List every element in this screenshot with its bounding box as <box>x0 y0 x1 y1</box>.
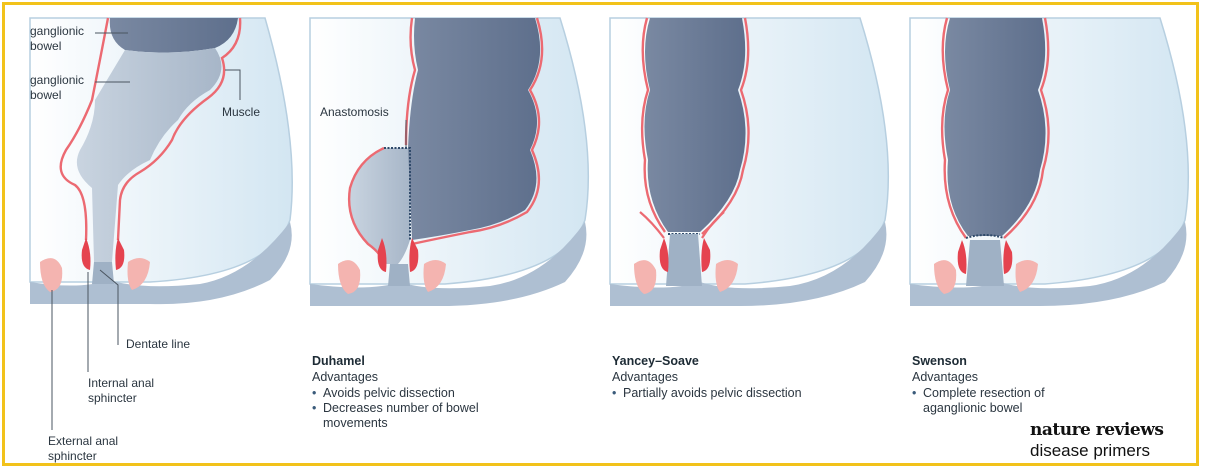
advantages-list-swenson: Complete resection of aganglionic bowel <box>912 386 1072 416</box>
external-sphincter-right <box>716 260 739 292</box>
label-external-anal-sphincter: External anal sphincter <box>48 434 118 464</box>
advantage-item: Complete resection of aganglionic bowel <box>912 386 1072 416</box>
external-sphincter-right <box>128 258 151 290</box>
advantages-list-duhamel: Avoids pelvic dissection Decreases numbe… <box>312 386 552 431</box>
label-ganglionic-bowel: ganglionic bowel <box>30 24 84 54</box>
ganglionic-pullthrough <box>408 18 540 240</box>
brand-logo-line2: disease primers <box>1030 441 1150 461</box>
anal-canal <box>966 240 1004 286</box>
external-sphincter-right <box>1016 260 1039 292</box>
advantage-item: Decreases number of bowel movements <box>312 401 543 431</box>
anal-canal <box>666 234 702 286</box>
procedure-title-swenson: Swenson <box>912 354 967 368</box>
label-anastomosis: Anastomosis <box>320 105 389 120</box>
procedure-title-duhamel: Duhamel <box>312 354 365 368</box>
procedure-title-yancey-soave: Yancey–Soave <box>612 354 699 368</box>
panel-duhamel <box>310 18 588 306</box>
advantages-heading-swenson: Advantages <box>912 370 978 385</box>
advantage-item: Avoids pelvic dissection <box>312 386 552 401</box>
panel-yancey-soave <box>610 18 888 306</box>
brand-logo-line1: nature reviews <box>1030 420 1163 440</box>
label-aganglionic-bowel: ganglionic bowel <box>30 73 84 103</box>
external-sphincter-right <box>424 260 447 292</box>
panel-swenson <box>910 18 1188 306</box>
advantages-heading-yancey-soave: Advantages <box>612 370 678 385</box>
advantages-list-yancey-soave: Partially avoids pelvic dissection <box>612 386 872 401</box>
anal-canal <box>388 264 410 286</box>
label-muscle: Muscle <box>222 105 260 120</box>
advantages-heading-duhamel: Advantages <box>312 370 378 385</box>
label-internal-anal-sphincter: Internal anal sphincter <box>88 376 154 406</box>
label-dentate-line: Dentate line <box>126 337 190 352</box>
advantage-item: Partially avoids pelvic dissection <box>612 386 872 401</box>
